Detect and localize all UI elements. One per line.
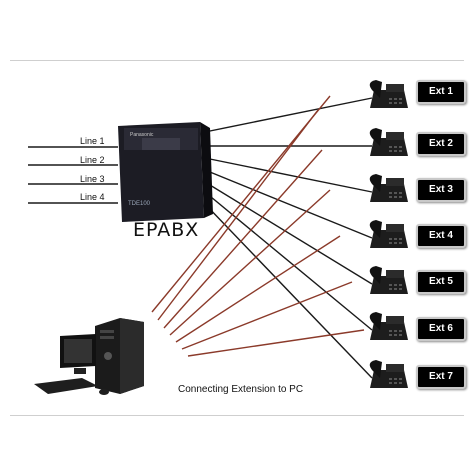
diagram-caption: Connecting Extension to PC — [178, 384, 304, 395]
phone-icon — [369, 80, 408, 108]
phone-icon — [369, 360, 408, 388]
extension-wire-6 — [204, 191, 373, 331]
pc-wire-4 — [169, 189, 331, 336]
line-label-4: Line 4 — [80, 192, 105, 202]
phone-icon — [369, 312, 408, 340]
extension-wire-5 — [204, 181, 373, 285]
extension-wire-1 — [204, 97, 373, 133]
pc-wire-3 — [163, 149, 323, 329]
epabx-model: TDE100 — [128, 201, 151, 207]
epabx-label: EPABX — [133, 219, 200, 241]
pc-wire-5 — [175, 235, 341, 343]
pc-wire-7 — [187, 329, 365, 357]
line-label-2: Line 2 — [80, 155, 105, 165]
diagram-frame — [10, 60, 464, 416]
pc-wire-6 — [181, 281, 353, 350]
line-label-1: Line 1 — [80, 136, 105, 146]
phone-icon — [369, 220, 408, 248]
pc-wire-2 — [157, 109, 319, 321]
line-label-3: Line 3 — [80, 174, 105, 184]
extension-wire-4 — [204, 169, 373, 239]
extension-label-6: Ext 6 — [416, 317, 466, 341]
extension-label-2: Ext 2 — [416, 132, 466, 156]
phone-icon — [369, 128, 408, 156]
epabx-brand: Panasonic — [130, 132, 154, 138]
extension-label-4: Ext 4 — [416, 224, 466, 248]
extension-label-1: Ext 1 — [416, 80, 466, 104]
pc-wire-1 — [151, 95, 331, 313]
extension-wire-7 — [204, 203, 373, 379]
phone-icon — [369, 174, 408, 202]
extension-label-5: Ext 5 — [416, 270, 466, 294]
extension-label-7: Ext 7 — [416, 365, 466, 389]
extension-wire-3 — [204, 157, 373, 193]
phone-icon — [369, 266, 408, 294]
epabx-unit-icon: Panasonic TDE100 — [118, 122, 213, 222]
extension-label-3: Ext 3 — [416, 178, 466, 202]
computer-icon — [34, 318, 144, 395]
